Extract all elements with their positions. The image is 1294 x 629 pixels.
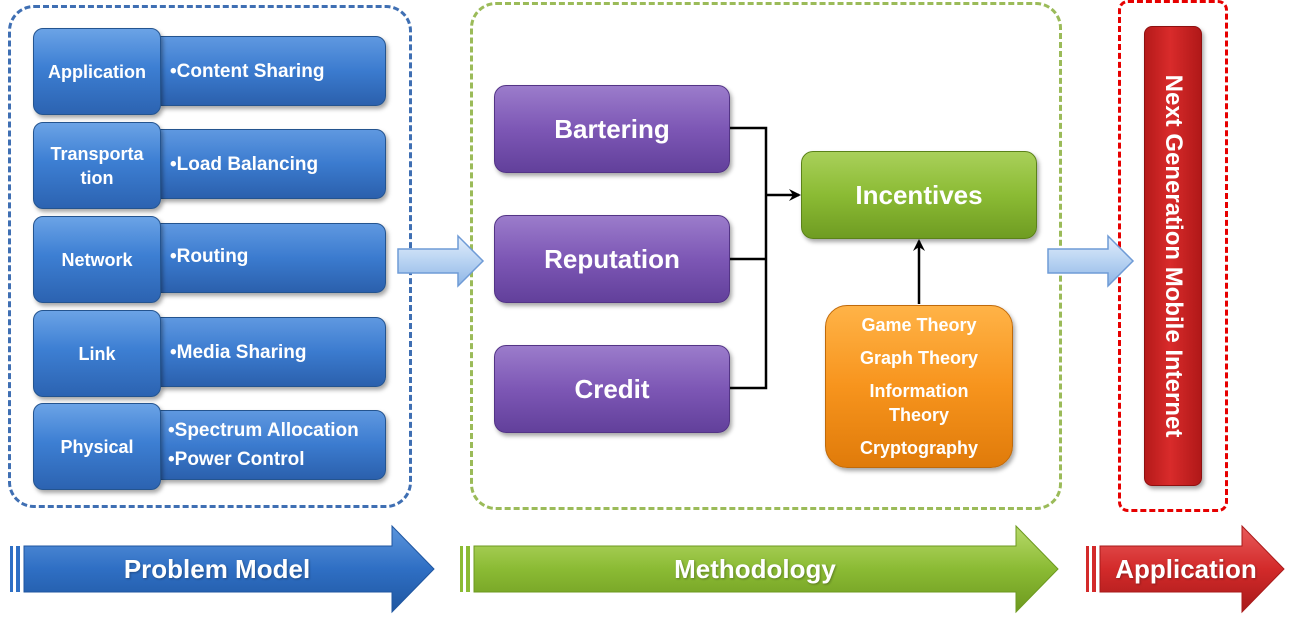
flow-arrow-2 (1047, 234, 1135, 288)
layer-network: Network (33, 216, 161, 303)
banner-problem-model: Problem Model (24, 546, 410, 592)
incentives-label: Incentives (855, 179, 983, 210)
layer-item: •Spectrum Allocation (168, 420, 359, 441)
layer-item: •Routing (170, 246, 249, 267)
theories-box: Game Theory Graph Theory Information The… (825, 305, 1013, 468)
layer-link-desc: •Media Sharing (159, 317, 386, 387)
layer-item: •Power Control (168, 449, 305, 470)
layer-item: •Content Sharing (170, 60, 325, 82)
banner-problem-model-label: Problem Model (123, 553, 311, 584)
layer-transportation: Transporta tion (33, 122, 161, 209)
theory-item: Information Theory (869, 381, 969, 425)
layer-label: Transporta tion (50, 143, 144, 188)
flow-arrow-1 (397, 234, 485, 288)
incentives-box: Incentives (801, 151, 1037, 239)
banner-application-label: Application (1115, 553, 1257, 584)
method-reputation: Reputation (494, 215, 730, 303)
layer-application: Application (33, 28, 161, 115)
method-label: Bartering (554, 113, 670, 144)
application-banner-arrow (1086, 524, 1285, 614)
method-label: Credit (574, 373, 650, 404)
application-box: Next Generation Mobile Internet (1144, 26, 1202, 486)
layer-label: Application (48, 61, 146, 82)
layer-label: Link (78, 343, 116, 364)
layer-label: Physical (60, 436, 134, 457)
layer-label: Network (61, 249, 133, 270)
banner-methodology: Methodology (474, 546, 1036, 592)
layer-physical-desc: •Spectrum Allocation •Power Control (159, 410, 386, 480)
theory-item: Game Theory (861, 315, 977, 335)
banner-methodology-label: Methodology (674, 553, 836, 584)
theory-item: Graph Theory (859, 348, 979, 368)
layer-item: •Media Sharing (170, 341, 307, 363)
layer-link: Link (33, 310, 161, 397)
theory-item: Cryptography (859, 438, 978, 458)
layer-physical: Physical (33, 403, 161, 490)
problem-model-banner-arrow (10, 524, 435, 614)
layer-transportation-desc: •Load Balancing (159, 129, 386, 199)
methodology-banner-arrow (460, 524, 1059, 614)
layer-application-desc: •Content Sharing (159, 36, 386, 106)
method-bartering: Bartering (494, 85, 730, 173)
layer-network-desc: •Routing (159, 223, 386, 293)
method-credit: Credit (494, 345, 730, 433)
method-label: Reputation (544, 243, 680, 274)
method-connectors (730, 126, 925, 390)
banner-application: Application (1100, 546, 1272, 592)
layer-item: •Load Balancing (170, 153, 319, 175)
